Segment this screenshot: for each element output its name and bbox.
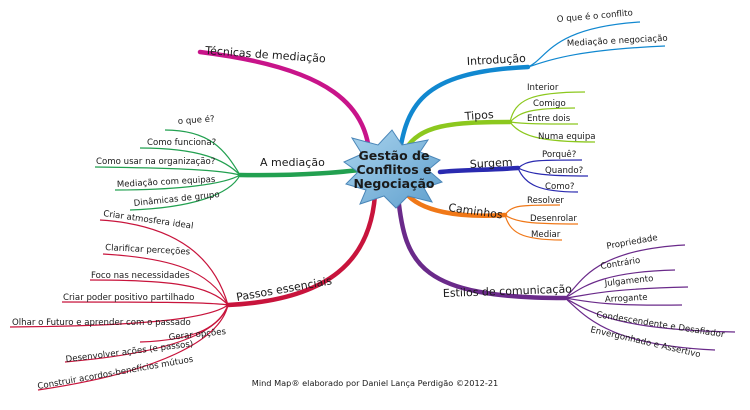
leaf-interior[interactable]: Interior bbox=[527, 83, 559, 93]
leaf-o-que-e-o-conflito[interactable]: O que é o conflito bbox=[556, 7, 633, 25]
leaf-o-que-e[interactable]: o que é? bbox=[177, 113, 214, 127]
leaf-quando[interactable]: Quando? bbox=[545, 166, 583, 176]
leaf-construir-acordos[interactable]: Construir acordos-benefícios mútuos bbox=[37, 355, 195, 392]
central-title-line-3: Negociação bbox=[353, 176, 434, 191]
branch-label-introducao: Introdução bbox=[466, 52, 526, 68]
leaf-comigo[interactable]: Comigo bbox=[533, 99, 566, 109]
leaf-entre-dois[interactable]: Entre dois bbox=[527, 114, 571, 124]
central-title-line-1: Gestão de bbox=[359, 148, 430, 163]
branch-tecnicas-de-mediacao[interactable]: Técnicas de mediação bbox=[197, 44, 373, 168]
leaf-criar-poder-positivo-partilhado[interactable]: Criar poder positivo partilhado bbox=[63, 293, 194, 303]
branch-surgem[interactable]: Surgem Porquê? Quando? Como? bbox=[437, 149, 589, 193]
branch-caminhos[interactable]: Caminhos Resolver Desenrolar Mediar bbox=[402, 189, 579, 241]
leaf-resolver[interactable]: Resolver bbox=[527, 196, 564, 206]
branch-a-mediacao[interactable]: A mediação o que é? Como funciona? Como … bbox=[94, 113, 375, 211]
central-title-line-2: Conflitos e bbox=[356, 162, 431, 177]
leaf-como-usar-na-organizacao[interactable]: Como usar na organização? bbox=[96, 157, 215, 167]
central-node[interactable]: Gestão de Conflitos e Negociação bbox=[342, 129, 443, 209]
leaf-desenrolar[interactable]: Desenrolar bbox=[530, 214, 577, 224]
branch-label-estilos: Estilos de comunicação bbox=[443, 282, 573, 300]
leaf-como-funciona[interactable]: Como funciona? bbox=[147, 138, 216, 148]
leaf-mediar[interactable]: Mediar bbox=[531, 230, 561, 240]
leaf-numa-equipa[interactable]: Numa equipa bbox=[538, 132, 596, 142]
branch-passos-essenciais[interactable]: Passos essenciais Criar atmosfera ideal … bbox=[9, 192, 378, 392]
leaf-arrogante[interactable]: Arrogante bbox=[605, 293, 648, 305]
leaf-mediacao-com-equipas[interactable]: Mediação com equipas bbox=[117, 175, 217, 190]
leaf-julgamento[interactable]: Julgamento bbox=[603, 274, 654, 289]
central-star-shape bbox=[342, 129, 443, 209]
leaf-contrario[interactable]: Contrário bbox=[600, 256, 641, 272]
branch-introducao[interactable]: Introdução O que é o conflito Mediação e… bbox=[395, 7, 668, 168]
branch-label-surgem: Surgem bbox=[469, 156, 512, 171]
branch-tipos[interactable]: Tipos Interior Comigo Entre dois Numa eq… bbox=[402, 83, 596, 153]
leaf-porque[interactable]: Porquê? bbox=[542, 149, 576, 160]
branch-label-caminhos: Caminhos bbox=[448, 201, 504, 222]
leaf-como[interactable]: Como? bbox=[545, 182, 574, 192]
branch-label-tipos: Tipos bbox=[463, 108, 494, 123]
leaf-olhar-o-futuro[interactable]: Olhar o Futuro e aprender com o passado bbox=[12, 318, 191, 328]
leaf-clarificar-percecoes[interactable]: Clarificar perceções bbox=[105, 243, 191, 257]
footer-credit: Mind Map® elaborado por Daniel Lança Per… bbox=[252, 378, 499, 388]
branch-label-a-mediacao: A mediação bbox=[260, 156, 325, 169]
leaf-foco-nas-necessidades[interactable]: Foco nas necessidades bbox=[91, 271, 190, 281]
